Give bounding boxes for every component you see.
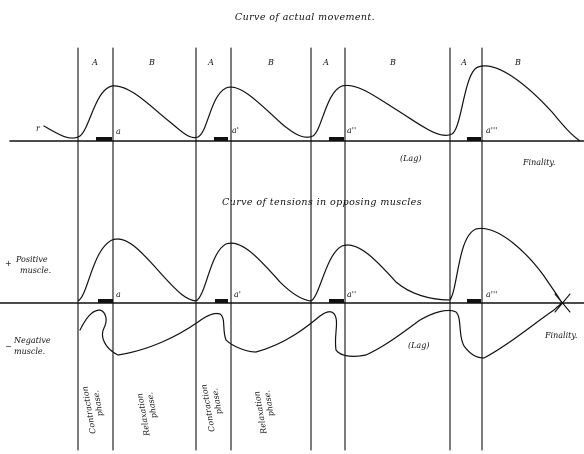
negative-muscle-label: Negative (13, 336, 51, 345)
phase-letter-b: B (389, 58, 396, 67)
title-opposing-tensions: Curve of tensions in opposing muscles (222, 197, 422, 208)
mark-label: a'' (347, 290, 356, 299)
phase-letter-a: A (460, 58, 467, 67)
phase-labels: Contraction phase. Relaxation phase. Con… (80, 384, 275, 438)
phase-letter-a: A (207, 58, 214, 67)
stimulus-bar (467, 299, 481, 303)
curve-positive-muscle (77, 227, 563, 304)
positive-muscle-label: Positive (15, 255, 48, 264)
stimulus-bar (329, 137, 344, 141)
stimulus-bar (96, 137, 112, 141)
mark-label: a'' (347, 126, 356, 135)
phase-label: Contraction phase. (199, 384, 223, 433)
lag-note-bottom: (Lag) (408, 341, 429, 350)
phase-letter-b: B (148, 58, 155, 67)
plus-sign: + (5, 259, 12, 268)
stimulus-bar (329, 299, 344, 303)
side-labels: + Positive muscle. − Negative muscle. (5, 255, 51, 356)
lag-note-top: (Lag) (400, 154, 421, 163)
phase-letter-b: B (267, 58, 274, 67)
finality-cross (554, 293, 571, 313)
finality-note-top: Finality. (522, 158, 555, 167)
stimulus-bar (98, 299, 113, 303)
title-actual-movement: Curve of actual movement. (235, 12, 375, 23)
stimulus-marks-top: a a' a'' a''' (96, 126, 497, 141)
phase-letter-b: B (514, 58, 521, 67)
start-mark: r (36, 124, 41, 133)
phase-dividers (77, 47, 483, 451)
finality-note-bottom: Finality. (544, 331, 577, 340)
mark-label: a' (232, 126, 239, 135)
negative-muscle-label: muscle. (14, 347, 45, 356)
mark-label: a' (234, 290, 241, 299)
cross-stroke (554, 293, 571, 313)
mark-label: a (116, 127, 121, 136)
mark-label: a''' (486, 126, 497, 135)
phase-letters: A B A B A B A B (91, 58, 521, 67)
curve-negative-muscle (79, 302, 563, 359)
curve-actual-movement (43, 65, 581, 142)
phase-label: Contraction phase. (80, 386, 104, 435)
phase-label: Relaxation phase. (135, 391, 158, 437)
phase-letter-a: A (322, 58, 329, 67)
stimulus-bar (214, 137, 228, 141)
positive-muscle-label: muscle. (20, 266, 51, 275)
mark-label: a''' (486, 290, 497, 299)
stimulus-marks-bottom: a a' a'' a''' (98, 290, 497, 303)
phase-label: Relaxation phase. (252, 389, 275, 435)
minus-sign: − (5, 342, 12, 351)
stimulus-bar (467, 137, 481, 141)
mark-label: a (116, 290, 121, 299)
stimulus-bar (215, 299, 228, 303)
phase-letter-a: A (91, 58, 98, 67)
